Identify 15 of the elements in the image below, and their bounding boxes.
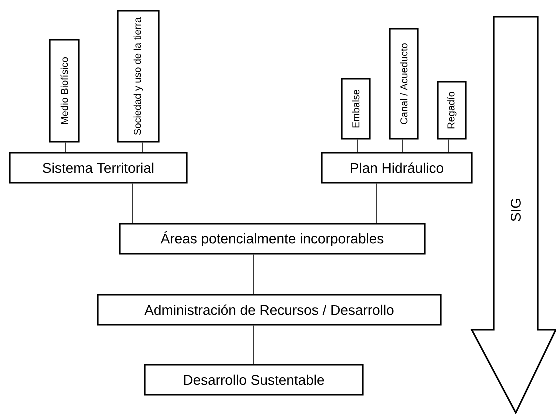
factor-box: Regadío [437,81,467,140]
connector-line [142,142,144,153]
factor-box: Sociedad y uso de la tierra [117,10,160,143]
connector-line [132,183,134,224]
process-box: Plan Hidráulico [321,152,473,184]
factor-box: Canal / Acueducto [389,28,419,140]
factor-box: Embalse [341,78,371,140]
factor-box: Medio Biofísico [49,39,80,143]
process-box: Sistema Territorial [9,152,188,184]
process-box: Administración de Recursos / Desarrollo [97,294,442,326]
connector-line [448,139,450,153]
connector-line [376,183,378,224]
connector-line [402,139,404,153]
process-box: Áreas potencialmente incorporables [119,223,426,255]
process-box: Desarrollo Sustentable [144,364,364,396]
